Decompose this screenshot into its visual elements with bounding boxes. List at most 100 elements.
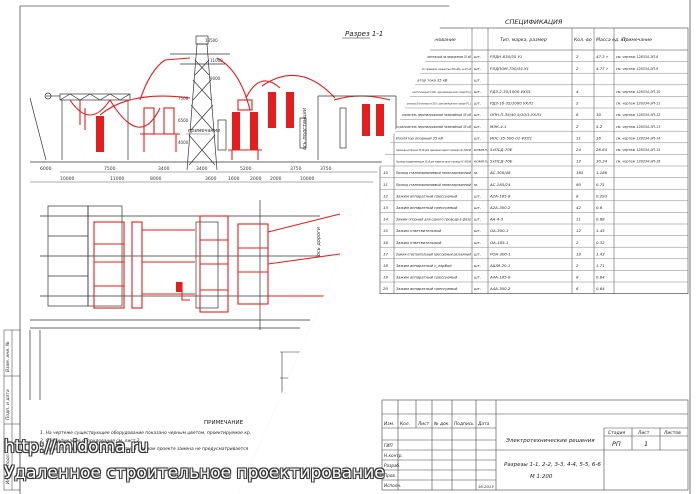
spec-cell-type: ОПН-П-35/40,5/10/1-УХЛ1 bbox=[490, 112, 541, 117]
spec-cell-qty: 8 bbox=[576, 193, 579, 198]
spec-cell-qty: 165 bbox=[576, 170, 584, 175]
height-mark-5: 4000 bbox=[178, 140, 189, 145]
spec-cell-name: Выключатель вакуумный с приводом, мощнос… bbox=[396, 67, 471, 71]
spec-cell-note: см. чертеж 128334-ЭП-10 bbox=[616, 90, 660, 94]
spec-cell-type: АА-4-3 bbox=[489, 217, 504, 222]
spec-cell-qty: 2 bbox=[576, 263, 579, 268]
dim-bottom-3: 3600 bbox=[205, 176, 217, 182]
spec-cell-mass: 0.293 bbox=[596, 193, 608, 198]
spec-cell-note: см. чертеж 128334-ЭП-8 bbox=[616, 55, 658, 59]
note-line-0: 1. На чертеже существующее оборудование … bbox=[40, 430, 251, 436]
stamp-label-2: Инв. № подл. bbox=[5, 453, 11, 484]
dim-top-5: 3750 bbox=[290, 166, 302, 172]
spec-cell-name: Зажим ответвительный прессуемый разъемны… bbox=[396, 252, 472, 256]
spec-cell-type: РДЗ-1б-35/1000 УХЛ1 bbox=[490, 101, 533, 106]
spec-cell-mass: 0.75 bbox=[596, 182, 605, 187]
spec-cell-name: Зажим ответвительный bbox=[396, 229, 442, 233]
tb-col-2: Лист bbox=[417, 421, 430, 427]
watermark-url: http://midoma.ru bbox=[4, 437, 149, 457]
tb-date: 16.2013 bbox=[478, 484, 494, 489]
spec-cell-mass: 26.64 bbox=[596, 147, 608, 152]
spec-header-2: Кол.-во bbox=[574, 37, 592, 43]
height-mark-1: 11000 bbox=[210, 58, 223, 63]
height-mark-2: 9000 bbox=[210, 76, 221, 81]
notes-title: ПРИМЕЧАНИЕ bbox=[204, 420, 244, 426]
left-stamp-column bbox=[3, 329, 21, 491]
tb-role-1: Н.контр. bbox=[384, 453, 403, 458]
spec-cell-name: Зажим опорный для одного провода в фазе bbox=[396, 218, 472, 222]
spec-cell-unit: шт. bbox=[474, 205, 481, 210]
tb-sheet: 1 bbox=[644, 440, 648, 448]
new-equipment-section bbox=[69, 57, 391, 160]
spec-cell-mass: 1.186 bbox=[596, 170, 608, 175]
spec-cell-type: РЛДПОМ-700/35-У1 bbox=[490, 66, 529, 71]
spec-cell-unit: шт. bbox=[474, 193, 481, 198]
spec-cell-mass: 0.6 bbox=[596, 205, 603, 210]
spec-cell-qty: 2 bbox=[576, 66, 579, 71]
dim-top-3: 3400 bbox=[196, 166, 208, 172]
spec-cell-unit: м. bbox=[474, 182, 478, 187]
spec-cell-mass: 0.64 bbox=[596, 286, 605, 291]
dim-bottom-1: 11000 bbox=[110, 176, 124, 182]
tb-subtitle: Электротехнические решения bbox=[505, 438, 595, 444]
spec-cell-mass: 1.71 bbox=[596, 263, 605, 268]
spec-cell-mass: 30.24 bbox=[596, 159, 608, 164]
tb-stage: РП bbox=[612, 440, 621, 448]
spec-cell-unit: компл. bbox=[474, 147, 488, 152]
spec-cell-unit: шт. bbox=[474, 112, 481, 117]
spec-cell-type: 5хПСД-70Е bbox=[490, 159, 513, 164]
height-mark-3: 7500 bbox=[178, 96, 189, 101]
tb-col-5: Дата bbox=[477, 421, 490, 427]
spec-cell-n: 16 bbox=[383, 240, 388, 245]
spec-cell-unit: м. bbox=[474, 170, 478, 175]
tb-role-3: Пров. bbox=[384, 473, 396, 478]
spec-cell-unit: шт. bbox=[474, 217, 481, 222]
tb-col-1: Кол. bbox=[400, 421, 410, 427]
dim-top-0: 6000 bbox=[40, 166, 52, 172]
spec-cell-name: Трансформатор тока 35 кВ bbox=[396, 78, 448, 82]
spec-header-4: Примечание bbox=[622, 37, 652, 43]
spec-header-1: Тип, марка, размер bbox=[500, 37, 547, 43]
spec-cell-name: Зажим ответвительный bbox=[396, 241, 442, 245]
spec-header-3: Масса ед. кг. bbox=[596, 37, 628, 43]
spec-cell-qty: 6 bbox=[576, 112, 579, 117]
spec-cell-mass: 47.3 т bbox=[596, 54, 609, 59]
spec-cell-qty: 12 bbox=[576, 159, 581, 164]
tb-role-4: Исполн. bbox=[384, 483, 401, 488]
tb-sheet-label: Лист bbox=[637, 430, 650, 436]
spec-cell-qty: 11 bbox=[576, 135, 581, 140]
dim-top-6: 3750 bbox=[320, 166, 332, 172]
dim-bottom-5: 2000 bbox=[250, 176, 262, 182]
spec-cell-name: Гирлянда натяжная 35 кВ для крепления од… bbox=[396, 148, 471, 152]
spec-cell-n: 20 bbox=[383, 286, 388, 291]
spec-cell-n: 15 bbox=[383, 228, 388, 233]
spec-cell-type: АШМ-20-1 bbox=[489, 263, 510, 268]
height-mark-4: 6500 bbox=[178, 118, 189, 123]
spec-cell-qty: 8 bbox=[576, 275, 579, 280]
spec-cell-qty: 42 bbox=[576, 205, 581, 210]
dim-bottom-7: 10000 bbox=[300, 176, 314, 182]
spec-cell-name: Провод сталеалюминиевый неизолированный bbox=[396, 171, 472, 175]
spec-cell-unit: шт. bbox=[474, 275, 481, 280]
spec-cell-note: см. чертеж 128334-ЭП-9 bbox=[616, 67, 658, 71]
spec-cell-note: см. чертеж 128334-ЭП-14 bbox=[616, 136, 660, 140]
spec-cell-n: 17 bbox=[383, 251, 388, 256]
spec-cell-unit: шт. bbox=[474, 54, 481, 59]
spec-cell-unit: шт. bbox=[474, 228, 481, 233]
lattice-tower bbox=[170, 35, 230, 171]
spec-cell-name: Разъединитель однополюсный 35 кВ номинал… bbox=[396, 102, 471, 106]
spec-cell-type: А4А-300-2 bbox=[489, 286, 511, 291]
spec-title: СПЕЦИФИКАЦИЯ bbox=[505, 18, 563, 26]
spec-cell-mass: 1.43 bbox=[596, 228, 605, 233]
spec-cell-mass: 0.32 bbox=[596, 240, 605, 245]
spec-cell-name: Ограничитель перенапряжений нелинейный 3… bbox=[396, 113, 471, 117]
spec-cell-mass: 0.64 bbox=[596, 275, 605, 280]
spec-cell-type: МЭК-4.1 bbox=[490, 124, 506, 129]
spec-cell-unit: шт. bbox=[474, 124, 481, 129]
spec-cell-type: А2А-300-2 bbox=[489, 205, 511, 210]
tb-role-0: ГИП bbox=[384, 443, 393, 448]
spec-cell-type: А2А-185-8 bbox=[489, 193, 511, 198]
spec-cell-name: Разъединитель трехполюсный 35 кВ номинал… bbox=[396, 90, 471, 94]
